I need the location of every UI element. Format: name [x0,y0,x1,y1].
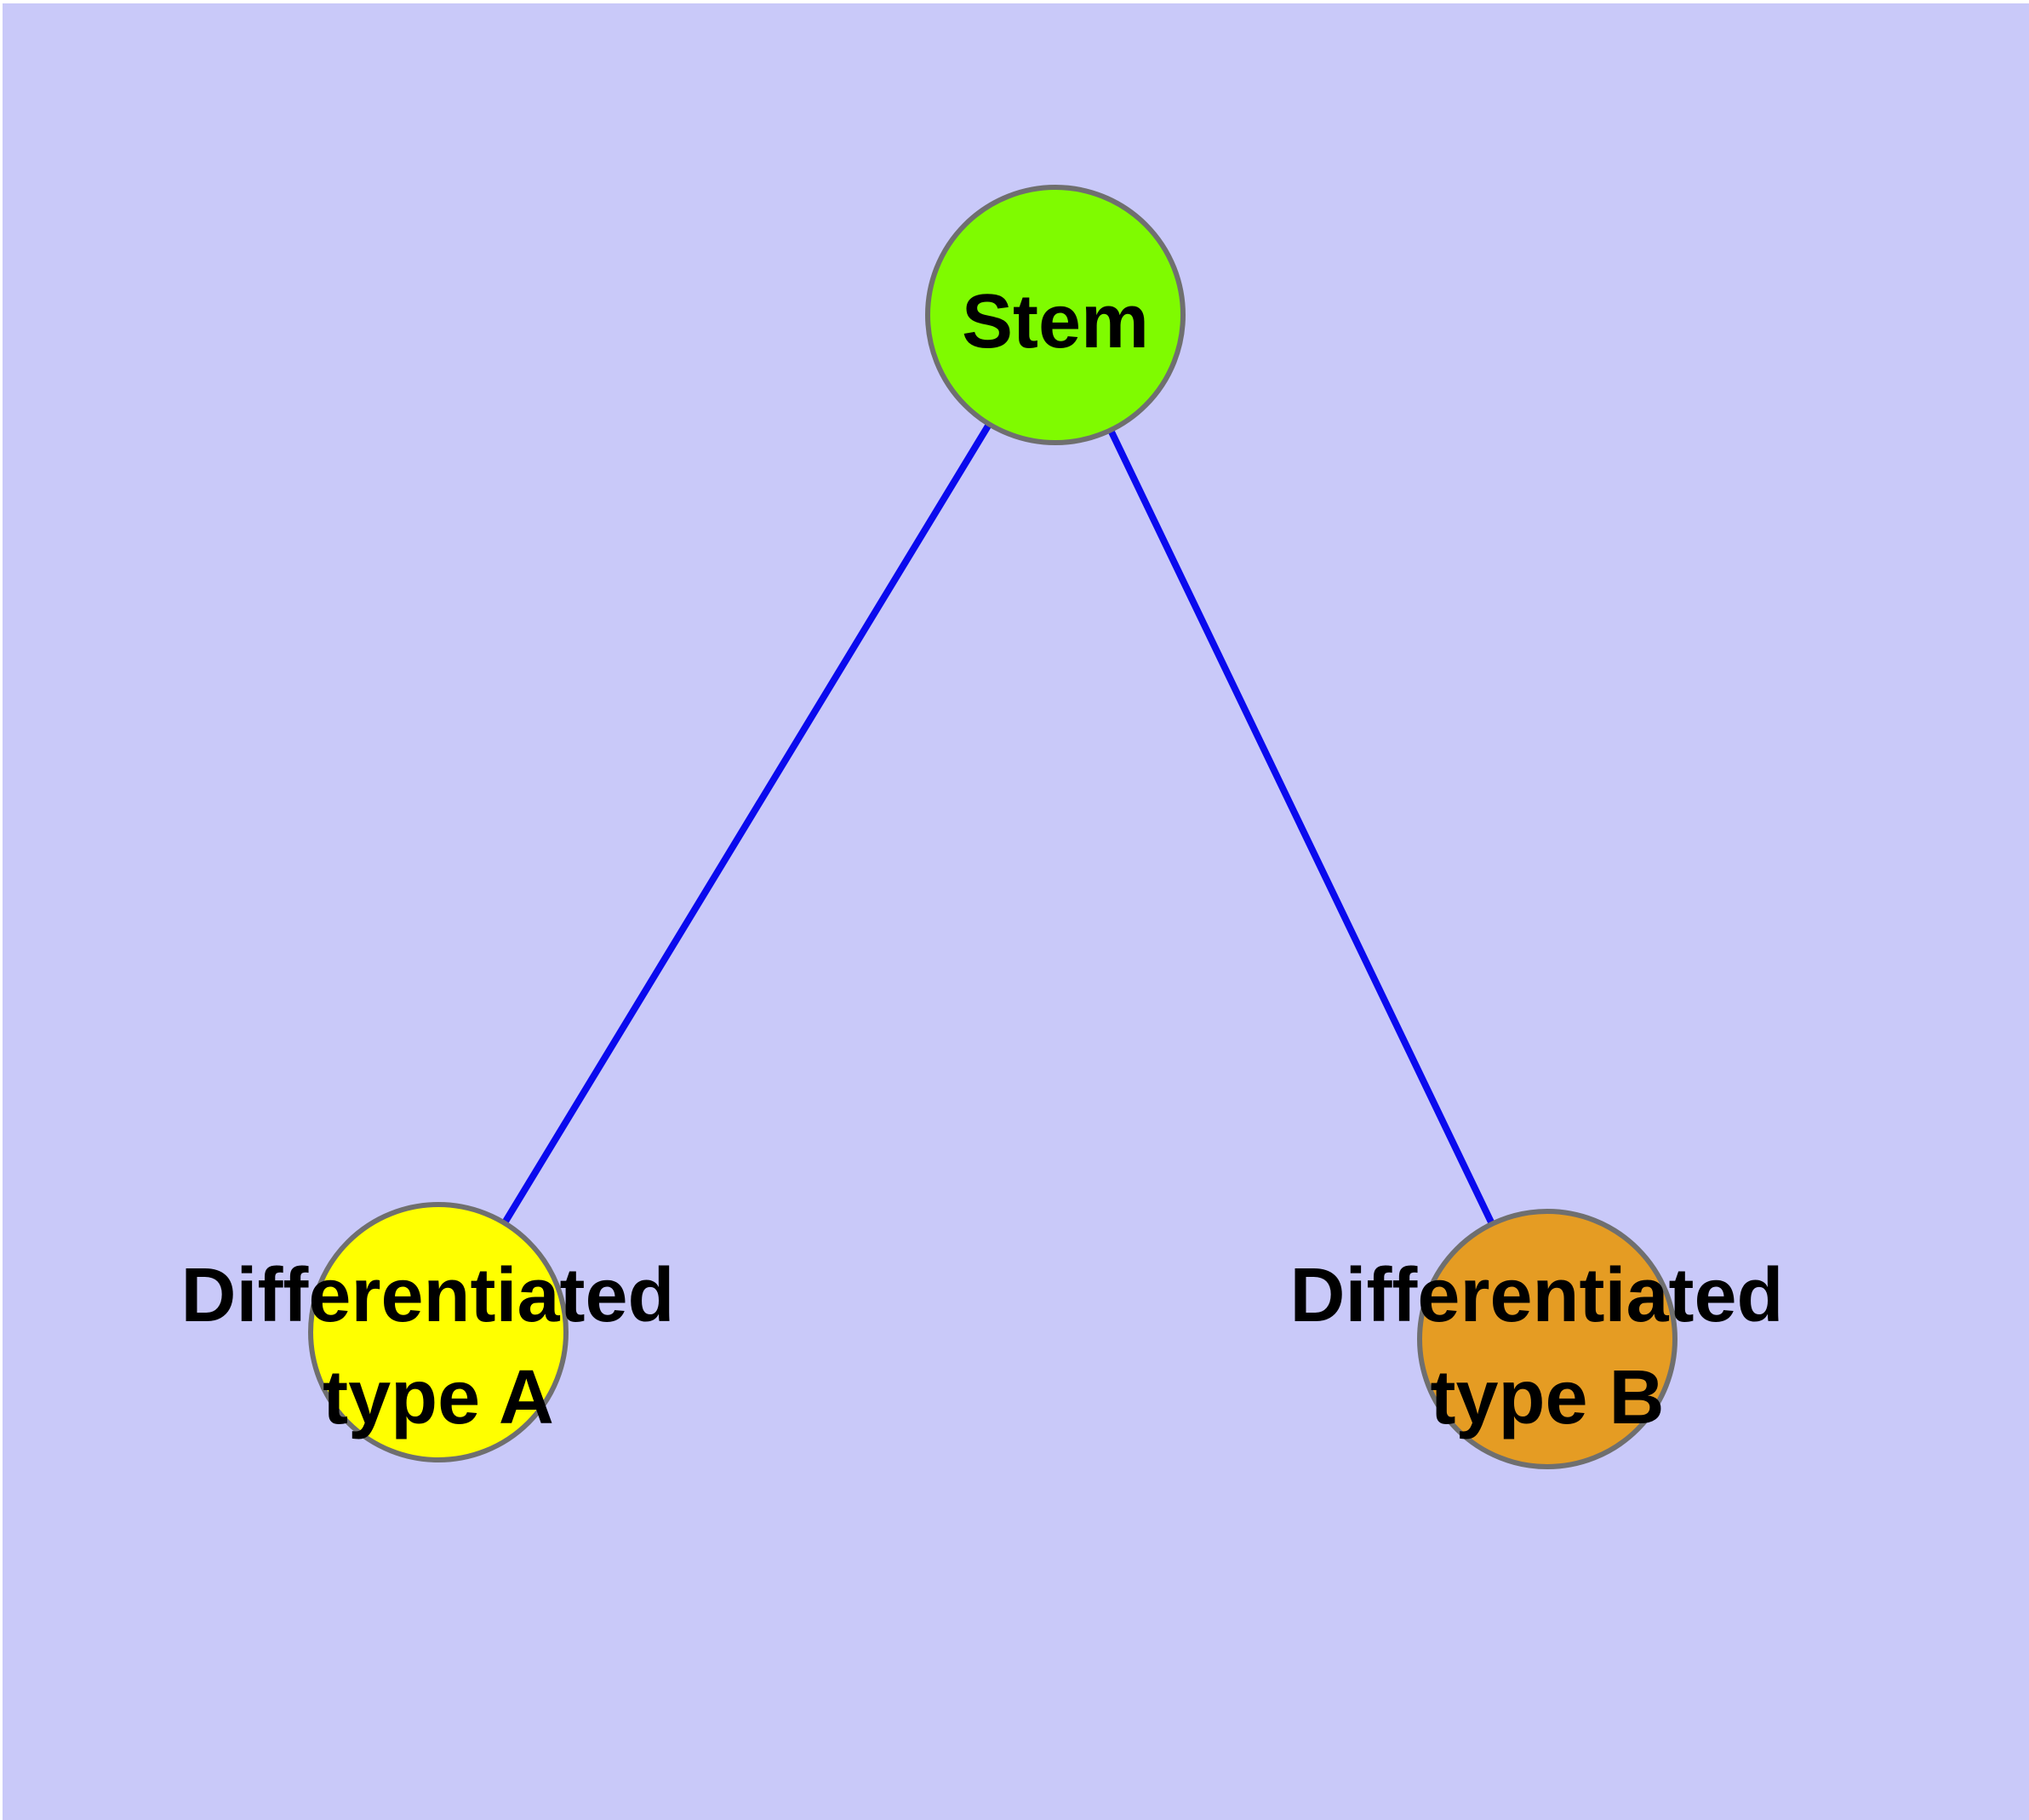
node-differentiated-type-b-label: Differentiated type B [1289,1253,1804,1440]
node-differentiated-type-a-circle [308,1202,569,1462]
node-differentiated-type-b-label-line-1: Differentiated [1289,1253,1783,1338]
node-differentiated-type-b-circle [1417,1209,1677,1469]
node-stem-circle [925,185,1186,445]
edge-stem-to-type-b [1052,313,1551,1341]
node-stem-label-line-1: Stem [962,279,1149,364]
edge-stem-to-type-a [435,312,1059,1335]
node-differentiated-type-a-label-line-1: Differentiated [180,1253,674,1338]
node-differentiated-type-b-label-line-2: type B [1430,1355,1664,1440]
node-stem-label: Stem [962,279,1149,364]
node-differentiated-type-a-label-line-2: type A [323,1355,554,1440]
node-differentiated-type-a-label: Differentiated type A [180,1253,695,1440]
